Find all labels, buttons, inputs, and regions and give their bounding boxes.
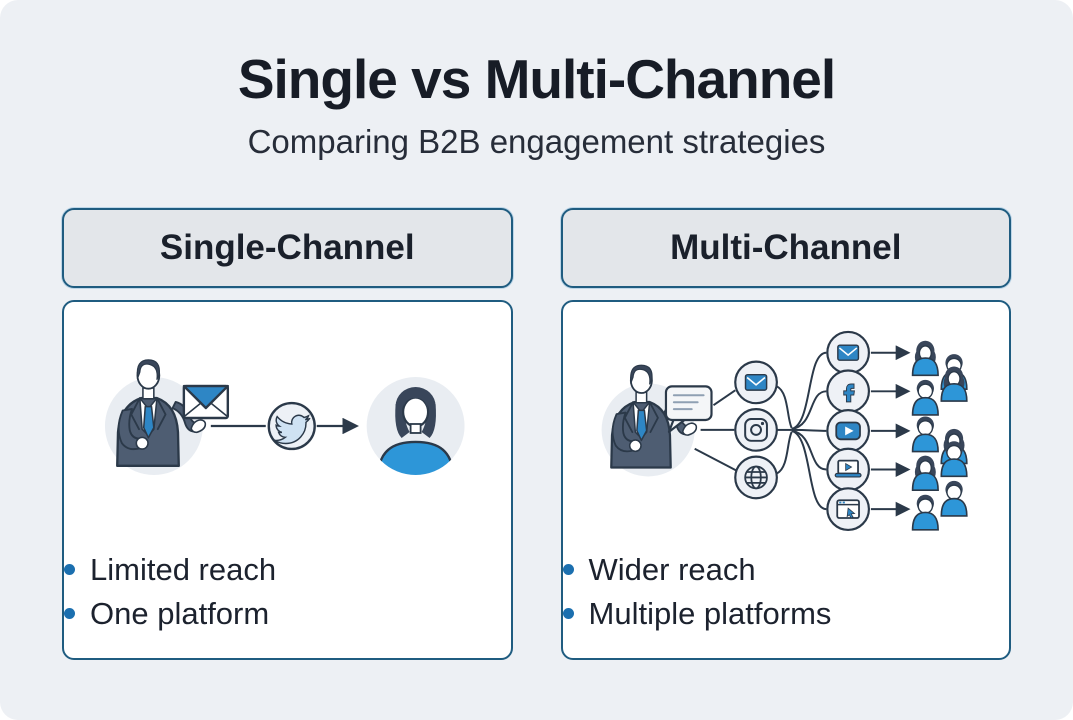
- facebook-icon: [842, 383, 855, 402]
- bullet-wider-reach: Wider reach: [562, 548, 1010, 592]
- single-channel-illustration: [104, 358, 465, 475]
- instagram-icon: [743, 417, 768, 442]
- bullet-limited-reach: Limited reach: [64, 548, 511, 592]
- connector-lines: [693, 351, 827, 510]
- bullet-text: Limited reach: [90, 551, 277, 587]
- website-browser-icon: [835, 498, 860, 519]
- bullet-one-platform: One platform: [64, 592, 511, 636]
- bullet-text: Wider reach: [588, 551, 756, 587]
- multi-channel-illustration: [601, 330, 968, 531]
- multi-channel-bullets: Wider reach Multiple platforms: [562, 548, 1010, 636]
- audience-people-icons: [911, 339, 968, 531]
- multi-channel-header: Multi-Channel: [560, 207, 1011, 288]
- single-channel-header: Single-Channel: [62, 207, 513, 288]
- twitter-bird-icon: [274, 413, 311, 444]
- bullet-dot-icon: [562, 608, 574, 620]
- single-channel-bullets: Limited reach One platform: [64, 548, 511, 636]
- single-channel-body: Limited reach One platform: [62, 299, 513, 660]
- arrow-right-icons: [870, 344, 910, 517]
- youtube-icon: [834, 421, 861, 440]
- bullet-multiple-platforms: Multiple platforms: [562, 592, 1010, 636]
- email-envelope-icon: [182, 384, 230, 419]
- page-subtitle: Comparing B2B engagement strategies: [247, 123, 826, 160]
- multi-channel-header-label: Multi-Channel: [670, 227, 902, 267]
- bullet-dot-icon: [562, 564, 574, 576]
- bullet-dot-icon: [64, 564, 75, 576]
- bullet-text: Multiple platforms: [588, 595, 832, 631]
- single-channel-header-label: Single-Channel: [159, 227, 415, 267]
- comparison-columns: Single-Channel: [0, 207, 1073, 660]
- bullet-dot-icon: [64, 608, 75, 620]
- globe-icon: [743, 465, 768, 489]
- speech-bubble-icon: [664, 384, 713, 433]
- bullet-text: One platform: [90, 595, 270, 631]
- email-envelope-icon: [744, 373, 767, 391]
- panel-single-channel: Single-Channel: [62, 207, 513, 660]
- panel-multi-channel: Multi-Channel: [560, 207, 1011, 660]
- email-envelope-icon: [836, 343, 859, 361]
- page-title: Single vs Multi-Channel: [237, 48, 836, 110]
- multi-channel-body: Wider reach Multiple platforms: [560, 299, 1011, 660]
- webinar-laptop-icon: [834, 459, 862, 478]
